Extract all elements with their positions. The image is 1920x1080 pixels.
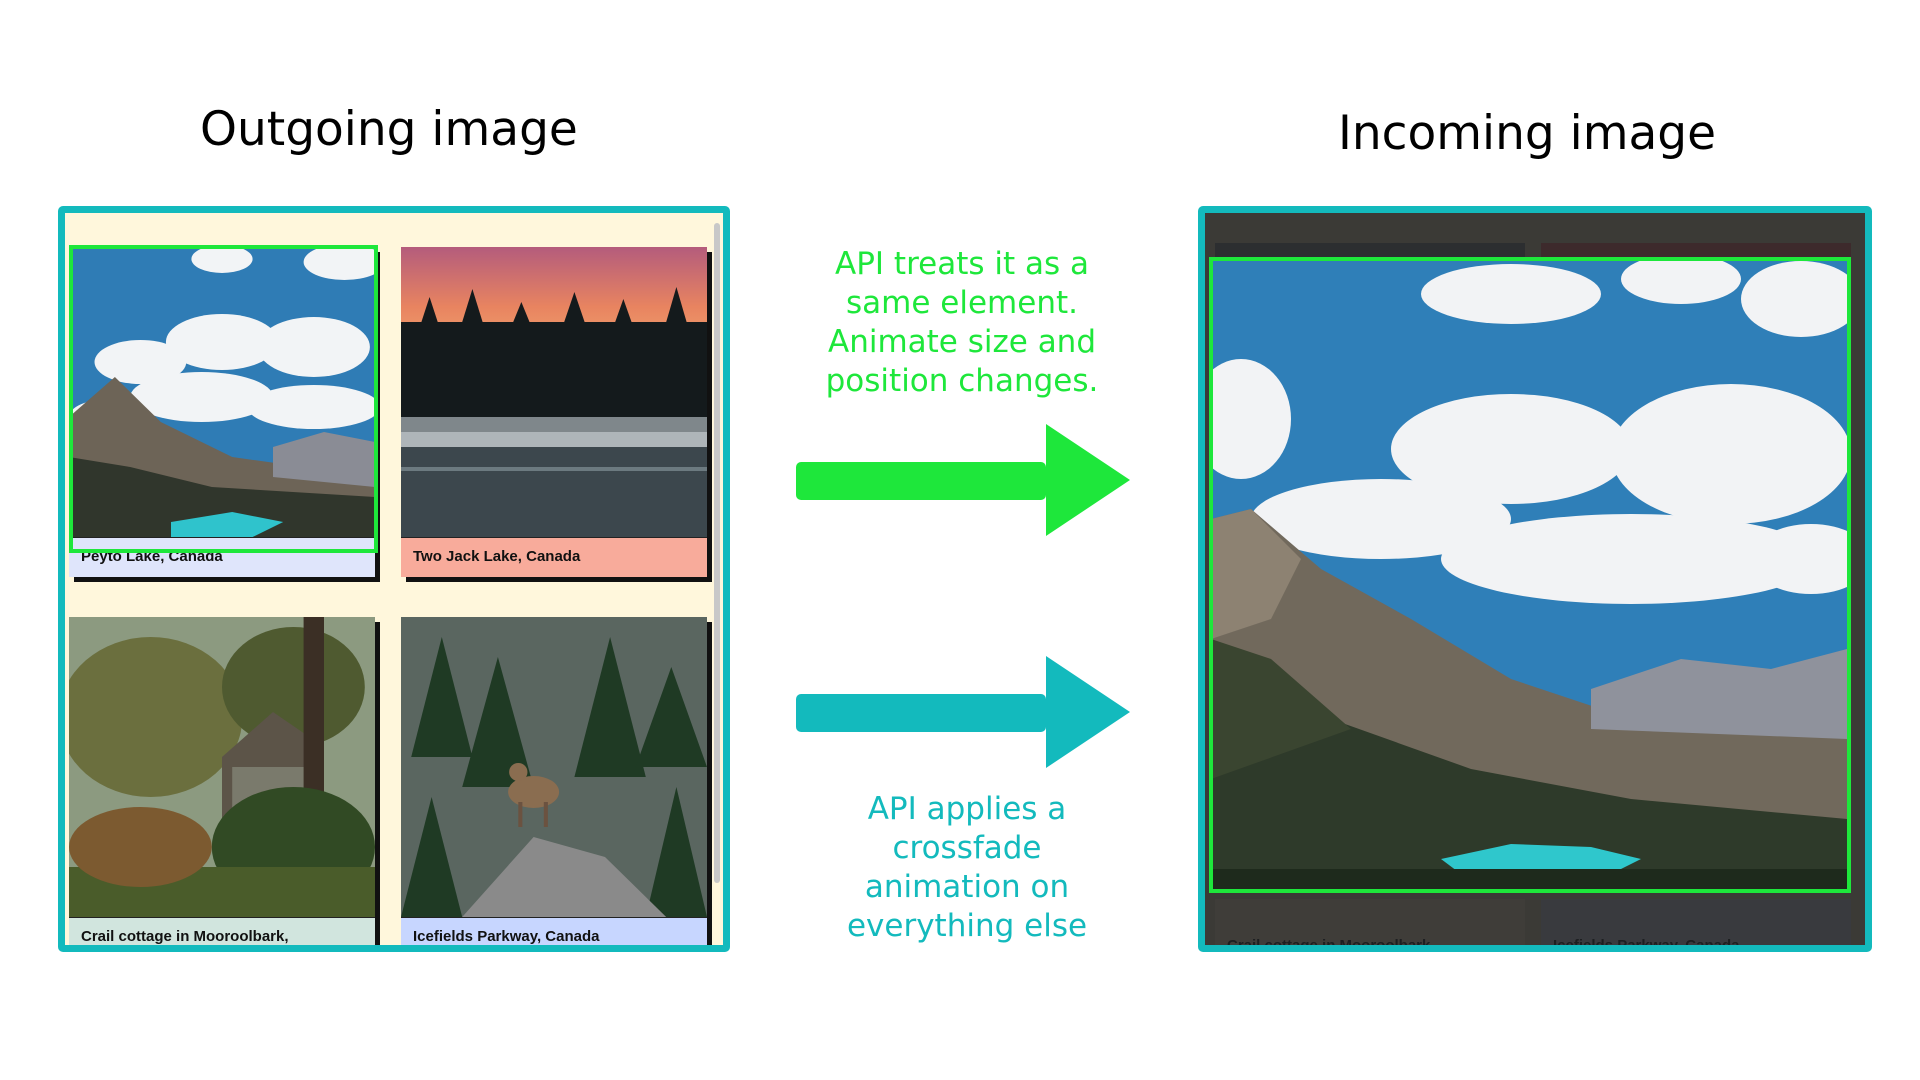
outgoing-screenshot: Peyto Lake, Canada Tw — [58, 206, 730, 952]
crail-cottage-thumbnail — [69, 617, 375, 917]
incoming-title: Incoming image — [1338, 106, 1717, 161]
dim-caption-icefields: Icefields Parkway, Canada — [1553, 937, 1740, 952]
gallery-card-crail-cottage[interactable]: Crail cottage in Mooroolbark, — [69, 617, 375, 945]
crossfade-note: API applies a crossfade animation on eve… — [846, 791, 1088, 944]
incoming-screenshot: Crail cottage in Mooroolbark, Icefields … — [1198, 206, 1872, 952]
scrollbar[interactable] — [714, 223, 720, 883]
gallery-card-icefields-parkway[interactable]: Icefields Parkway, Canada — [401, 617, 707, 945]
dim-card-bottom-right — [1541, 899, 1851, 945]
shared-element-highlight — [69, 245, 378, 553]
icefields-parkway-thumbnail — [401, 617, 707, 917]
dim-caption-crail: Crail cottage in Mooroolbark, — [1227, 937, 1435, 952]
green-arrow-icon — [796, 424, 1130, 536]
same-element-note: API treats it as a same element. Animate… — [825, 246, 1099, 399]
gallery-card-peyto-lake[interactable]: Peyto Lake, Canada — [69, 247, 375, 577]
dim-card-bottom-left — [1215, 899, 1525, 945]
two-jack-lake-thumbnail — [401, 247, 707, 537]
card-caption: Crail cottage in Mooroolbark, — [69, 917, 375, 945]
peyto-lake-enlarged-image — [1211, 259, 1847, 891]
teal-arrow-icon — [796, 656, 1130, 768]
card-caption: Icefields Parkway, Canada — [401, 917, 707, 945]
outgoing-title: Outgoing image — [200, 102, 578, 157]
peyto-lake-thumbnail — [69, 247, 375, 537]
gallery-card-two-jack-lake[interactable]: Two Jack Lake, Canada — [401, 247, 707, 577]
shared-element-highlight — [1209, 257, 1851, 893]
card-caption: Two Jack Lake, Canada — [401, 537, 707, 577]
